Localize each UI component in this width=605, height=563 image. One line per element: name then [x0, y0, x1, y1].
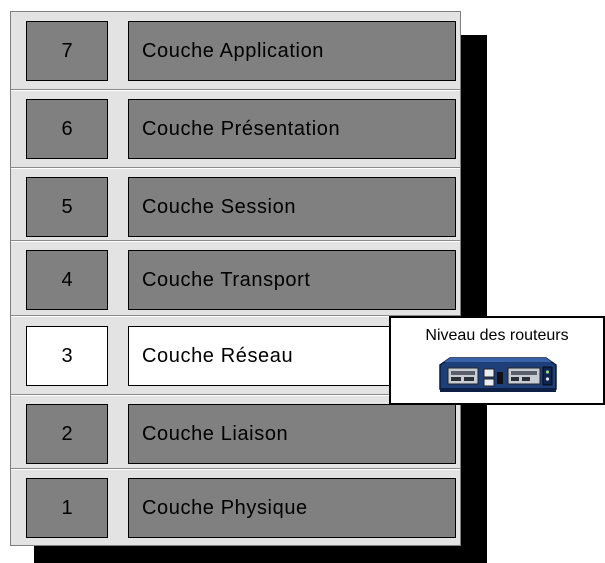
layer-number: 1: [26, 478, 108, 538]
layer-name: Couche Application: [128, 21, 456, 81]
layer-number: 4: [26, 250, 108, 310]
layer-number: 2: [26, 404, 108, 464]
layer-divider: [11, 167, 460, 168]
layer-row-5: 5 Couche Session: [11, 168, 460, 244]
layer-name: Couche Transport: [128, 250, 456, 310]
layer-name: Couche Liaison: [128, 404, 456, 464]
layer-divider: [11, 89, 460, 90]
osi-layer-stack: 7 Couche Application 6 Couche Présentati…: [10, 11, 461, 546]
layer-row-2: 2 Couche Liaison: [11, 395, 460, 471]
router-level-callout: Niveau des routeurs: [389, 316, 605, 405]
layer-row-4: 4 Couche Transport: [11, 241, 460, 317]
layer-name: Couche Présentation: [128, 99, 456, 159]
layer-number: 6: [26, 99, 108, 159]
layer-divider: [11, 315, 460, 316]
layer-row-7: 7 Couche Application: [11, 12, 460, 88]
layer-name: Couche Physique: [128, 478, 456, 538]
layer-number: 5: [26, 177, 108, 237]
layer-row-1: 1 Couche Physique: [11, 469, 460, 545]
layer-divider: [11, 240, 460, 241]
layer-divider: [11, 394, 460, 395]
layer-divider: [11, 468, 460, 469]
layer-number: 3: [26, 326, 108, 386]
layer-name: Couche Session: [128, 177, 456, 237]
router-icon: [439, 357, 557, 392]
layer-row-6: 6 Couche Présentation: [11, 90, 460, 166]
callout-title: Niveau des routeurs: [425, 327, 569, 344]
layer-number: 7: [26, 21, 108, 81]
